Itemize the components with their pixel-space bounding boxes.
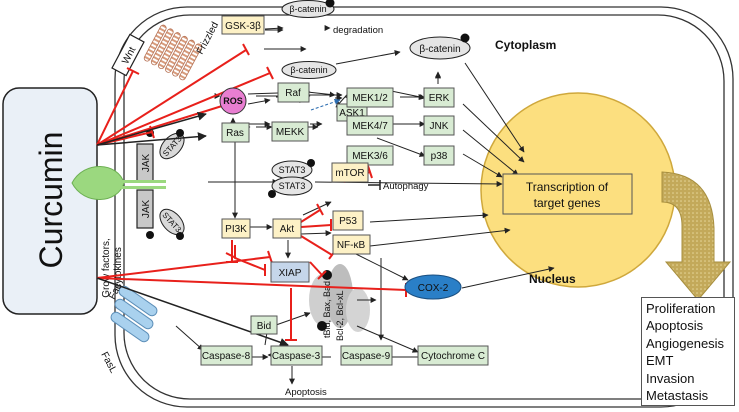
xiap-node: XIAP [270,261,310,283]
fasl-label: FasL [98,350,118,375]
b-catenin-top-node: β-catenin [281,0,335,18]
svg-text:ERK: ERK [429,93,450,104]
phosphate-dot [176,129,184,137]
outcome-invasion: Invasion [646,370,695,386]
svg-text:XIAP: XIAP [279,268,302,279]
outcome-emt: EMT [646,353,674,369]
jak-label-lower: JAK [141,200,152,219]
erk-node: ERK [423,87,455,108]
grow-factors-label: Grow factors, [101,238,112,297]
phosphate-dot [176,232,184,240]
svg-text:JNK: JNK [430,121,449,132]
apoptosis-label: Apoptosis [285,387,327,398]
svg-text:COX-2: COX-2 [418,283,449,294]
svg-text:p38: p38 [431,151,448,162]
phosphate-dot [146,231,154,239]
stat3-dimer-node: STAT3 STAT3 [268,159,315,198]
outcome-angiogenesis: Angiogenesis [646,335,725,351]
gsk3b-node: GSK-3β [221,15,265,35]
svg-text:β-catenin: β-catenin [419,44,460,55]
p38-node: p38 [423,145,455,166]
nfkb-node: NF-κB [332,234,371,255]
svg-text:Cytochrome C: Cytochrome C [421,351,485,362]
caspase3-node: Caspase-3 [270,345,323,366]
transcription-box [502,173,633,215]
caspase9-node: Caspase-9 [340,345,393,366]
svg-text:mTOR: mTOR [335,168,364,179]
jak-label-upper: JAK [141,154,152,173]
svg-text:Ras: Ras [226,128,244,139]
transcription-line2: target genes [534,196,601,210]
svg-text:P53: P53 [339,216,357,227]
svg-text:Caspase-3: Caspase-3 [272,351,321,362]
transcription-line1: Transcription of [526,180,609,194]
svg-text:STAT3: STAT3 [279,165,306,175]
svg-text:GSK-3β: GSK-3β [225,21,261,32]
ros-node: ROS [219,87,247,115]
wnt-ligand: Wnt [111,33,145,77]
tbid-bax-bad-label: tBid, Bax, Bad [322,281,332,338]
svg-text:MEK1/2: MEK1/2 [352,93,388,104]
frizzled-label: Frizzled [195,20,221,56]
svg-text:MEK4/7: MEK4/7 [352,121,388,132]
outer-cell-membrane [114,6,734,408]
cytochrome-c-node: Cytochrome C [417,345,489,366]
svg-text:β-catenin: β-catenin [289,4,326,14]
mek12-node: MEK1/2 [346,87,394,108]
bcl2-bclxl-label: Bcl-2, Bcl-xL [335,290,345,341]
frizzled-receptor [143,24,202,81]
receptor-stalk-lower [120,186,166,189]
svg-text:Bid: Bid [257,321,271,332]
svg-text:STAT3: STAT3 [279,181,306,191]
mtor-node: mTOR [331,162,369,183]
cytoplasm-label: Cytoplasm [495,38,556,52]
raf-node: Raf [277,82,310,103]
b-catenin-mid-node: β-catenin [281,61,337,79]
svg-text:β-catenin: β-catenin [290,65,327,75]
ras-node: Ras [221,122,250,143]
svg-text:Caspase-9: Caspase-9 [342,351,391,362]
pi3k-xiap-inhibition [234,245,266,276]
pi3k-node: PI3K [221,218,251,239]
svg-text:MEKK: MEKK [276,127,305,138]
activation-arrows [244,25,426,157]
caspase8-node: Caspase-8 [200,345,253,366]
jnk-node: JNK [423,115,455,136]
jak-box-lower [136,189,154,229]
svg-text:MEK3/6: MEK3/6 [352,151,388,162]
b-catenin-right-node: β-catenin [409,33,471,60]
cox2-node: COX-2 [404,274,462,300]
receptor-stalk-upper [120,180,166,183]
outcome-proliferation: Proliferation [646,301,716,316]
nucleus-label: Nucleus [529,272,576,286]
outcomes-box: Proliferation Apoptosis Angiogenesis EMT… [641,297,735,406]
mek47-node: MEK4/7 [346,115,394,136]
svg-text:NF-κB: NF-κB [337,240,366,251]
outcome-apoptosis: Apoptosis [646,318,704,334]
outcome-metastasis: Metastasis [646,388,709,404]
mek36-node: MEK3/6 [346,145,394,166]
bid-node: Bid [250,315,278,335]
curcumin-label: Curcumin [33,132,69,269]
svg-text:Akt: Akt [280,224,295,235]
svg-text:PI3K: PI3K [225,224,247,235]
p53-node: P53 [332,210,364,231]
akt-node: Akt [272,218,302,239]
svg-text:Raf: Raf [285,88,301,99]
svg-text:ROS: ROS [223,96,243,106]
curcumin-box [2,87,98,315]
stat3-receptor-lower: STAT3 [159,208,185,236]
autophagy-label: Autophagy [383,181,429,192]
degradation-label: degradation [333,25,383,36]
svg-text:Caspase-8: Caspase-8 [202,351,251,362]
inner-cell-membrane [123,14,725,400]
output-arrow [661,171,732,301]
mekk-node: MEKK [271,121,309,142]
ros-ask1-arrow [310,98,341,111]
fas-receptor [110,285,158,343]
svg-text:ASK1: ASK1 [339,108,365,119]
cytokines-label: cytokines [113,247,124,289]
